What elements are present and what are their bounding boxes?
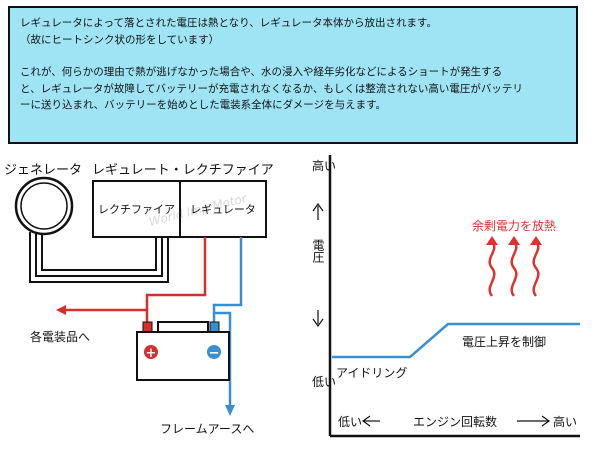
battery-plus-symbol: + <box>146 346 157 361</box>
y-down-arrowhead <box>312 318 324 328</box>
heat-wave-1-arrowhead <box>486 236 498 245</box>
x-left-arrowhead <box>361 415 371 427</box>
voltage-curve <box>332 322 580 359</box>
description-box: レギュレータによって落とされた電圧は熱となり、レギュレータ本体から放出されます。… <box>8 6 578 144</box>
battery-plus-terminal <box>142 321 153 333</box>
heat-wave-2-arrowhead <box>508 236 520 245</box>
heat-wave-2 <box>510 241 518 297</box>
battery-minus-terminal <box>209 321 220 333</box>
unit-label: レギュレート・レクチファイア <box>92 163 274 178</box>
y-up-arrowhead <box>312 202 324 212</box>
battery-top-cap <box>157 321 209 333</box>
x-axis-label: エンジン回転数 <box>413 414 497 429</box>
voltage-graph: 高い 電圧 低い 低い エンジン回転数 高い アイドリング 電圧上昇を制御 余剰… <box>311 155 580 438</box>
to-frame-ground-label: フレームアースへ <box>160 422 254 436</box>
y-low-label: 低い <box>312 375 336 389</box>
description-line-1: レギュレータによって落とされた電圧は熱となり、レギュレータ本体から放出されます。 <box>20 17 437 29</box>
description-line-4: と、レギュレータが故障してバッテリーが充電されなくなるか、もしくは整流されない高… <box>20 82 523 95</box>
ground-arrowhead <box>225 405 235 416</box>
idle-label: アイドリング <box>336 366 407 380</box>
ac-wire-1 <box>29 232 169 283</box>
suppress-label: 電圧上昇を制御 <box>462 334 546 349</box>
battery: + − <box>136 321 230 381</box>
rectifier-label: レクチファイア <box>98 203 175 216</box>
y-high-label: 高い <box>312 158 336 173</box>
surplus-heat-label: 余剰電力を放熱 <box>472 218 556 233</box>
x-low-label: 低い <box>338 415 362 429</box>
heat-waves <box>486 236 542 297</box>
ac-wire-2 <box>35 234 163 277</box>
battery-minus-icon <box>207 345 221 359</box>
generator-inner-circle <box>20 182 68 230</box>
regulator-label: レギュレータ <box>190 203 256 216</box>
description-line-5: ーに送り込まれ、バッテリーを始めとした電装系全体にダメージを与えます。 <box>20 99 387 112</box>
ac-wire-3 <box>41 234 157 271</box>
battery-minus-symbol: − <box>209 346 220 361</box>
red-branch-arrowhead <box>56 305 66 315</box>
blue-wire <box>212 237 243 322</box>
circuit-diagram: ジェネレータ レギュレート・レクチファイア レクチファイア レギュレータ 各電装… <box>4 163 274 436</box>
x-right-arrowhead <box>541 415 551 427</box>
red-wire <box>145 237 207 322</box>
paragraph-gap <box>20 48 566 64</box>
heat-wave-1 <box>488 241 496 297</box>
to-equipment-label: 各電装品へ <box>30 329 90 344</box>
description-line-2: （故にヒートシンク状の形をしています） <box>20 33 220 46</box>
x-high-label: 高い <box>553 414 577 429</box>
generator-label: ジェネレータ <box>4 163 82 178</box>
battery-plus-icon <box>144 345 158 359</box>
description-line-3: これが、何らかの理由で熱が逃げなかった場合や、水の浸入や経年劣化などによるショー… <box>20 66 503 79</box>
heat-wave-3 <box>532 241 540 297</box>
generator-outer-circle <box>14 176 74 236</box>
y-axis-label: 電圧 <box>311 239 325 264</box>
y-low-text: 低い <box>312 375 336 389</box>
circuit-and-voltage-diagram: ジェネレータ レギュレート・レクチファイア レクチファイア レギュレータ 各電装… <box>4 155 580 438</box>
heat-wave-3-arrowhead <box>530 236 542 245</box>
y-high-text: 高い <box>312 158 336 173</box>
